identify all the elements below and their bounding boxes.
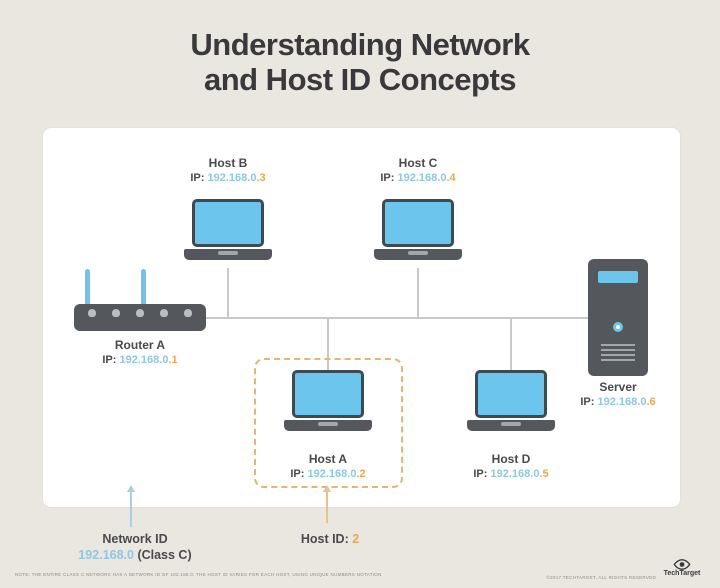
host-id-arrowhead-icon	[323, 485, 331, 492]
host-b-label: Host B IP: 192.168.0.3	[148, 156, 308, 185]
device-ip: IP: 192.168.0.6	[538, 395, 698, 409]
laptop-base	[467, 420, 555, 431]
device-ip: IP: 192.168.0.2	[248, 467, 408, 481]
network-bus-line	[163, 317, 588, 319]
network-id-arrow	[130, 491, 132, 527]
server-vent	[601, 354, 635, 356]
ip-host-part: .5	[539, 468, 549, 480]
ip-prefix: IP:	[190, 172, 205, 184]
ip-prefix: IP:	[380, 172, 395, 184]
ip-prefix: IP:	[102, 354, 117, 366]
router-body	[74, 304, 206, 331]
network-id-label: Network ID	[102, 532, 168, 546]
laptop-notch	[318, 422, 338, 426]
techtarget-logo: TechTarget	[657, 559, 707, 577]
laptop-icon-host-d	[467, 370, 555, 431]
laptop-notch	[408, 251, 428, 255]
laptop-icon-host-c	[374, 199, 462, 260]
router-port-icon	[184, 309, 192, 317]
server-power-button-icon	[613, 322, 623, 332]
device-ip: IP: 192.168.0.4	[338, 171, 498, 185]
device-name: Server	[599, 380, 637, 394]
server-drive-bay	[598, 271, 638, 283]
laptop-base	[374, 249, 462, 260]
eye-icon	[673, 559, 691, 570]
router-label: Router A IP: 192.168.0.1	[60, 338, 220, 367]
server-vent	[601, 349, 635, 351]
laptop-base	[284, 420, 372, 431]
ip-host-part: .1	[168, 354, 178, 366]
device-name: Host D	[491, 452, 531, 466]
laptop-screen	[382, 199, 454, 247]
device-name: Router A	[114, 338, 166, 352]
router-antenna-icon	[85, 269, 90, 309]
host-a-label: Host A IP: 192.168.0.2	[248, 452, 408, 481]
network-id-number: 192.168.0	[78, 548, 134, 562]
host-id-value: 2	[352, 532, 360, 546]
network-id-arrowhead-icon	[127, 485, 135, 492]
title-line-1: Understanding Network	[190, 27, 530, 62]
connection-line-host-c	[417, 268, 419, 317]
device-ip: IP: 192.168.0.1	[60, 353, 220, 367]
ip-network-part: 192.168.0	[119, 354, 169, 366]
host-d-label: Host D IP: 192.168.0.5	[431, 452, 591, 481]
network-id-class: (Class C)	[133, 548, 192, 562]
laptop-screen	[192, 199, 264, 247]
ip-host-part: .2	[356, 468, 366, 480]
copyright-text: ©2017 TECHTARGET, ALL RIGHTS RESERVED	[546, 575, 656, 580]
host-id-label: Host ID:	[300, 532, 353, 546]
router-antenna-icon	[141, 269, 146, 309]
network-id-annotation: Network ID 192.168.0 (Class C)	[35, 531, 235, 563]
host-id-annotation: Host ID: 2	[255, 531, 405, 547]
laptop-base	[184, 249, 272, 260]
laptop-notch	[501, 422, 521, 426]
host-c-label: Host C IP: 192.168.0.4	[338, 156, 498, 185]
ip-network-part: 192.168.0	[597, 396, 647, 408]
server-label: Server IP: 192.168.0.6	[538, 380, 698, 409]
ip-host-part: .4	[446, 172, 456, 184]
router-icon	[74, 269, 206, 331]
footnote-text: NOTE: THE ENTIRE CLASS C NETWORK HAS A N…	[15, 572, 382, 577]
laptop-icon-host-a	[284, 370, 372, 431]
page-title: Understanding Network and Host ID Concep…	[0, 27, 720, 97]
server-vent	[601, 344, 635, 346]
laptop-screen	[475, 370, 547, 418]
server-icon	[588, 259, 648, 376]
ip-prefix: IP:	[290, 468, 305, 480]
ip-network-part: 192.168.0	[397, 172, 447, 184]
device-ip: IP: 192.168.0.5	[431, 467, 591, 481]
ip-prefix: IP:	[473, 468, 488, 480]
device-name: Host C	[398, 156, 438, 170]
laptop-screen	[292, 370, 364, 418]
ip-network-part: 192.168.0	[307, 468, 357, 480]
server-vent	[601, 359, 635, 361]
ip-prefix: IP:	[580, 396, 595, 408]
ip-host-part: .3	[256, 172, 266, 184]
router-port-icon	[112, 309, 120, 317]
laptop-notch	[218, 251, 238, 255]
logo-text: TechTarget	[663, 570, 701, 577]
title-line-2: and Host ID Concepts	[203, 62, 517, 97]
host-id-arrow	[326, 491, 328, 523]
device-name: Host A	[308, 452, 348, 466]
connection-line-host-d	[510, 319, 512, 370]
ip-host-part: .6	[646, 396, 656, 408]
laptop-icon-host-b	[184, 199, 272, 260]
router-port-icon	[88, 309, 96, 317]
connection-line-host-b	[227, 268, 229, 317]
router-port-icon	[160, 309, 168, 317]
ip-network-part: 192.168.0	[207, 172, 257, 184]
device-name: Host B	[208, 156, 248, 170]
connection-line-host-a	[327, 319, 329, 372]
diagram-canvas: Host B IP: 192.168.0.3 Host C IP: 192.16…	[42, 127, 681, 508]
router-port-icon	[136, 309, 144, 317]
network-id-value: 192.168.0 (Class C)	[35, 547, 235, 563]
device-ip: IP: 192.168.0.3	[148, 171, 308, 185]
ip-network-part: 192.168.0	[490, 468, 540, 480]
